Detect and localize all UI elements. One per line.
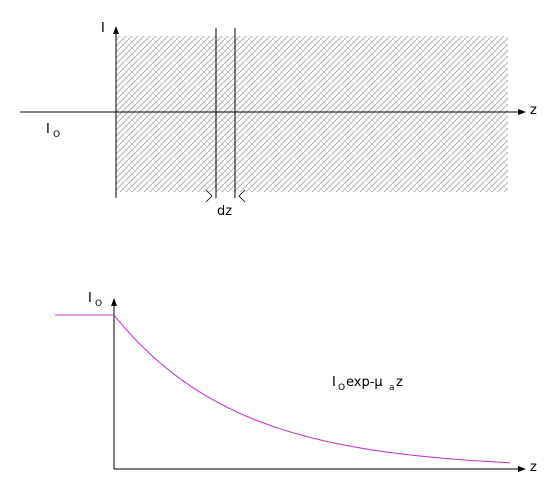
curve-label-prefix: I <box>332 375 336 390</box>
curve-label-prefix-subscript: O <box>338 383 346 393</box>
exponential-decay-curve <box>113 314 511 464</box>
incident-intensity-subscript: O <box>53 130 61 140</box>
bottom-x-axis-label: z <box>530 460 537 475</box>
curve-label-middle: exp-µ <box>346 375 383 390</box>
attenuating-medium <box>116 36 508 192</box>
top-x-axis-arrow <box>518 109 526 115</box>
incident-intensity-label: I <box>46 122 50 137</box>
bottom-y-axis-arrow <box>111 298 117 306</box>
curve-label-suffix: z <box>396 375 403 390</box>
top-x-axis-label: z <box>530 103 537 118</box>
bottom-y-axis-subscript: O <box>95 299 103 309</box>
top-y-axis-arrow <box>113 26 119 34</box>
top-y-axis-label: I <box>101 21 105 36</box>
bottom-y-axis-label: I <box>88 291 92 306</box>
dz-left-tick <box>205 189 213 203</box>
curve-label-middle-subscript: a <box>389 383 395 393</box>
slab-width-label: dz <box>217 204 233 219</box>
dz-right-tick <box>238 189 246 203</box>
bottom-x-axis-arrow <box>518 466 526 472</box>
